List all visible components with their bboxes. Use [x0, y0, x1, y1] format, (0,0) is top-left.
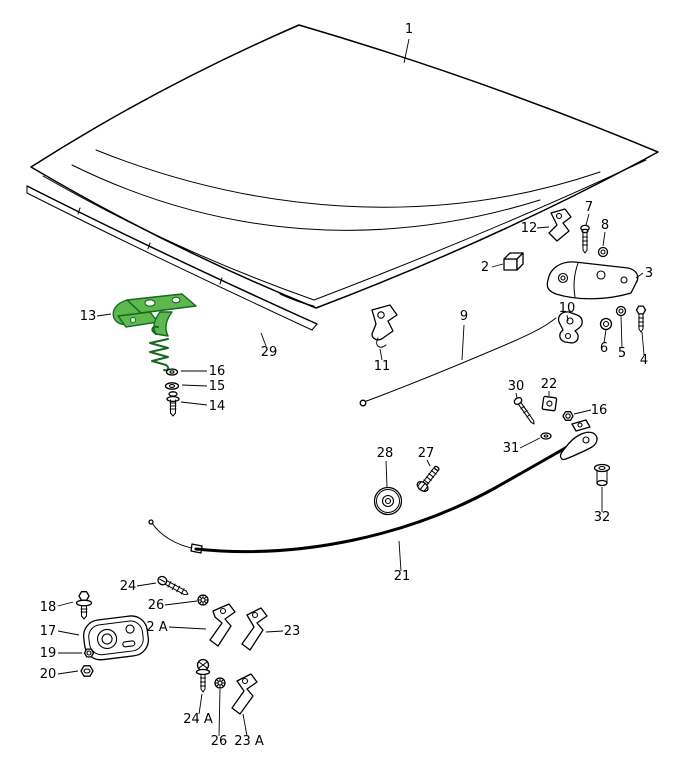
- part-label-22[interactable]: 22: [541, 377, 558, 392]
- part-24-screw: [157, 575, 189, 596]
- part-label-12[interactable]: 12: [521, 221, 538, 236]
- part-1-hood: [30, 24, 659, 309]
- part-label-26-2[interactable]: 26: [211, 734, 228, 749]
- part-15-washer: [164, 382, 180, 390]
- part-label-32[interactable]: 32: [594, 510, 611, 525]
- part-label-10[interactable]: 10: [559, 301, 576, 316]
- part-32-grommet: [593, 463, 611, 487]
- part-label-16-2[interactable]: 16: [591, 403, 608, 418]
- part-10-striker: [557, 311, 583, 344]
- part-26-lock-washer-2: [214, 677, 226, 689]
- part-20-nut: [80, 665, 94, 677]
- part-3-bracket: [546, 261, 639, 300]
- part-21-cable-and-lever: [148, 419, 598, 554]
- part-26-lock-washer: [197, 594, 209, 606]
- leader-lines: [57, 38, 645, 737]
- part-label-5[interactable]: 5: [618, 346, 626, 361]
- part-label-7[interactable]: 7: [585, 200, 593, 215]
- part-label-20[interactable]: 20: [40, 667, 57, 682]
- part-14-screw: [166, 391, 180, 417]
- part-16-washer: [165, 368, 179, 376]
- part-23-bracket: [241, 607, 268, 651]
- part-label-24[interactable]: 24: [120, 579, 137, 594]
- part-label-8[interactable]: 8: [601, 218, 609, 233]
- part-18-screw: [75, 591, 93, 620]
- part-12-bracket: [548, 208, 572, 242]
- part-label-23a[interactable]: 23 A: [234, 734, 264, 749]
- part-2a-bracket: [209, 603, 236, 647]
- part-29-seal: [26, 185, 318, 331]
- part-label-2a[interactable]: 2 A: [146, 620, 167, 635]
- part-2-buffer: [503, 252, 524, 271]
- part-label-11[interactable]: 11: [374, 359, 391, 374]
- part-label-19[interactable]: 19: [40, 646, 57, 661]
- part-label-1[interactable]: 1: [405, 22, 413, 37]
- part-label-28[interactable]: 28: [377, 446, 394, 461]
- part-label-30[interactable]: 30: [508, 379, 525, 394]
- part-8-grommet: [597, 246, 609, 258]
- part-11-latch: [371, 304, 398, 348]
- part-4-screw: [635, 305, 647, 333]
- part-label-27[interactable]: 27: [418, 446, 435, 461]
- part-label-2[interactable]: 2: [481, 260, 489, 275]
- part-6-washer: [599, 317, 613, 331]
- part-label-16[interactable]: 16: [209, 364, 226, 379]
- part-label-21[interactable]: 21: [394, 569, 411, 584]
- part-label-3[interactable]: 3: [645, 266, 653, 281]
- part-22-clip-nut: [541, 395, 558, 412]
- part-label-18[interactable]: 18: [40, 600, 57, 615]
- part-labels: 1 12 7 8 2 3 10 9 11 13 29 16 15 14 6 5 …: [40, 22, 653, 749]
- part-label-23[interactable]: 23: [284, 624, 301, 639]
- part-16-nut: [562, 411, 574, 421]
- part-28-knob: [373, 486, 403, 516]
- part-31-washer: [540, 432, 552, 440]
- part-7-screw: [580, 224, 590, 254]
- part-label-15[interactable]: 15: [209, 379, 226, 394]
- part-13-hinge-highlighted[interactable]: [112, 293, 197, 372]
- part-label-6[interactable]: 6: [600, 341, 608, 356]
- part-label-24a[interactable]: 24 A: [183, 712, 213, 727]
- part-9-rod: [359, 317, 557, 407]
- part-24a-screw: [195, 658, 211, 693]
- part-label-14[interactable]: 14: [209, 399, 226, 414]
- part-label-17[interactable]: 17: [40, 624, 57, 639]
- part-30-screw: [513, 396, 535, 425]
- part-label-9[interactable]: 9: [460, 309, 468, 324]
- part-17-lock-plate: [82, 615, 150, 661]
- part-5-washer: [615, 305, 627, 317]
- part-label-13[interactable]: 13: [80, 309, 97, 324]
- part-label-29[interactable]: 29: [261, 345, 278, 360]
- part-label-4[interactable]: 4: [640, 353, 648, 368]
- part-27-screw-plug: [416, 465, 440, 492]
- part-23a-bracket: [231, 673, 258, 715]
- part-label-26[interactable]: 26: [148, 598, 165, 613]
- part-label-31[interactable]: 31: [503, 441, 520, 456]
- part-19-nut: [83, 648, 95, 658]
